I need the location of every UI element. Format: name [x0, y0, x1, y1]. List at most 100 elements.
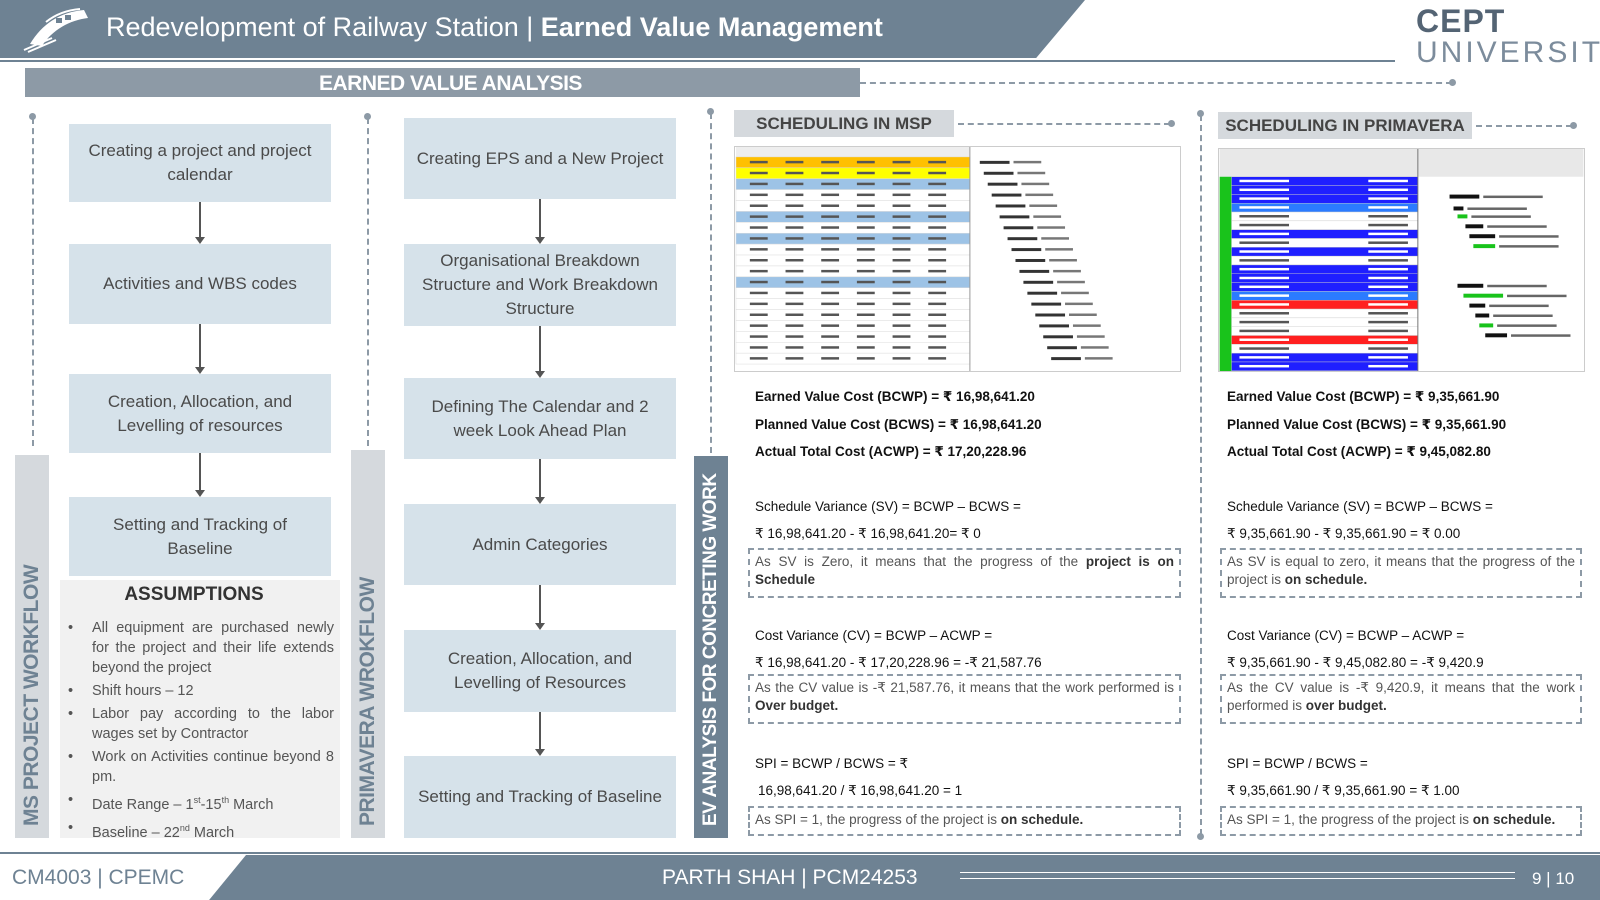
msp-cell-text: [892, 346, 911, 349]
msp-cell-text: [785, 237, 804, 240]
msp-cell-text: [821, 237, 840, 240]
msp-cell-text: [785, 291, 804, 295]
msp-cell-text: [856, 291, 875, 295]
msp-gantt-bar: [1031, 302, 1062, 306]
msp-cell-text: [856, 346, 875, 349]
p6-cell-text: [1368, 320, 1408, 324]
msp-gantt-bar: [1011, 248, 1042, 252]
msp-cell-text: [785, 226, 804, 229]
baseline-prefix: Baseline – 22: [92, 824, 180, 841]
assumptions-list: All equipment are purchased newly for th…: [68, 618, 334, 846]
p6-gantt-bar: [1469, 234, 1496, 239]
msp-cv-note: As the CV value is -₹ 21,587.76, it mean…: [748, 674, 1181, 724]
p6-gantt-label: [1493, 314, 1553, 317]
primavera-cv-calc: ₹ 9,35,661.90 - ₹ 9,45,082.80 = -₹ 9,420…: [1227, 655, 1484, 670]
msp-gantt-label: [1025, 193, 1054, 197]
p6-gantt-bar: [1485, 333, 1508, 338]
msp-gantt-bar: [1035, 313, 1066, 317]
assumption-item: Shift hours – 12: [68, 681, 334, 701]
date-range-sup2: th: [221, 795, 230, 805]
p6-cell-text: [1368, 232, 1408, 236]
msp-cell-text: [856, 269, 875, 273]
msp-cell-text: [928, 324, 947, 327]
msp-cell-text: [928, 193, 947, 197]
flow-arrow: [195, 324, 205, 374]
msp-cv-calc: ₹ 16,98,641.20 - ₹ 17,20,228.96 = -₹ 21,…: [755, 655, 1042, 670]
msp-gantt-bar: [991, 193, 1022, 197]
p6-cell-text: [1239, 206, 1290, 209]
msp-cell-text: [821, 248, 840, 251]
cept-logo-top: CEPT: [1416, 3, 1506, 39]
p6-cell-text: [1368, 347, 1408, 350]
primavera-spi-formula: SPI = BCWP / BCWS =: [1227, 756, 1368, 771]
assumption-item: Labor pay according to the labor wages s…: [68, 704, 334, 744]
msp-cell-text: [928, 291, 947, 295]
primavera-planned-value: Planned Value Cost (BCWS) = ₹ 9,35,661.9…: [1227, 417, 1507, 432]
msp-cell-text: [821, 204, 840, 207]
primavera-sv-note-emphasis: on schedule.: [1284, 572, 1368, 587]
msp-cell-text: [928, 280, 947, 284]
msp-cell-text: [856, 160, 875, 164]
ms-step-4: Setting and Tracking of Baseline: [69, 497, 331, 576]
p6-gantt-bar: [1457, 283, 1484, 288]
msp-sv-note: As SV is Zero, it means that the progres…: [748, 548, 1181, 598]
p6-cell-text: [1368, 276, 1408, 280]
msp-cell-text: [892, 357, 911, 360]
msp-cell-text: [821, 259, 840, 262]
msp-cell-text: [928, 182, 947, 186]
p6-cell-text: [1368, 356, 1408, 359]
p6-gantt-bar: [1469, 303, 1486, 308]
msp-sv-calc: ₹ 16,98,641.20 - ₹ 16,98,641.20= ₹ 0: [755, 526, 981, 541]
assumption-baseline: Baseline – 22nd March: [68, 818, 334, 843]
msp-cell-text: [892, 193, 911, 197]
msp-cell-text: [785, 335, 804, 338]
primavera-workflow-label: PRIMAVERA WROKFLOW: [356, 577, 379, 826]
p6-cell-text: [1368, 338, 1408, 341]
msp-gantt-screenshot: [734, 146, 1181, 372]
p6-cell-text: [1239, 347, 1290, 350]
msp-cell-text: [749, 160, 768, 164]
msp-cell-text: [856, 171, 875, 175]
msp-gantt-label: [1065, 302, 1093, 306]
msp-cell-text: [785, 215, 804, 218]
msp-cell-text: [892, 291, 911, 295]
msp-gantt-label: [1033, 215, 1062, 218]
msp-cell-text: [749, 357, 768, 360]
msp-cell-text: [892, 160, 911, 164]
guide-dot: [29, 113, 36, 120]
msp-cell-text: [892, 182, 911, 186]
msp-cell-text: [856, 335, 875, 338]
msp-cell-text: [892, 237, 911, 240]
msp-gantt-bar: [1027, 291, 1058, 295]
msp-cell-text: [749, 171, 768, 175]
flow-arrow: [535, 459, 545, 504]
primavera-spi-note: As SPI = 1, the progress of the project …: [1220, 806, 1582, 836]
msp-gantt-label: [1049, 259, 1077, 262]
p6-gantt-label: [1497, 324, 1557, 327]
msp-cell-text: [785, 204, 804, 207]
ev-banner-label: EARNED VALUE ANALYSIS: [319, 72, 582, 95]
footer-double-line: [960, 872, 1515, 879]
msp-header-dashed-line: [958, 123, 1170, 125]
msp-cell-text: [785, 259, 804, 262]
primavera-gantt-screenshot: [1218, 148, 1585, 372]
p6-cell-text: [1368, 259, 1408, 262]
msp-cell-text: [892, 259, 911, 262]
msp-cell-text: [892, 248, 911, 251]
p6-cell-text: [1368, 312, 1408, 315]
p6-cell-text: [1239, 223, 1290, 227]
msp-cell-text: [856, 226, 875, 229]
msp-gantt-bar: [995, 204, 1026, 208]
msp-cell-text: [821, 302, 840, 306]
ms-step-2: Activities and WBS codes: [69, 244, 331, 324]
baseline-sup: nd: [179, 822, 190, 833]
msp-gantt-label: [1037, 226, 1066, 229]
msp-cell-text: [856, 357, 875, 360]
msp-gantt-label: [1021, 182, 1050, 186]
primavera-spi-calc: ₹ 9,35,661.90 / ₹ 9,35,661.90 = ₹ 1.00: [1227, 783, 1460, 798]
guide-line: [32, 118, 34, 446]
primavera-step-2: Organisational Breakdown Structure and W…: [404, 244, 676, 326]
msp-gantt-label: [1061, 291, 1089, 295]
msp-cell-text: [785, 313, 804, 316]
msp-cell-text: [892, 280, 911, 284]
